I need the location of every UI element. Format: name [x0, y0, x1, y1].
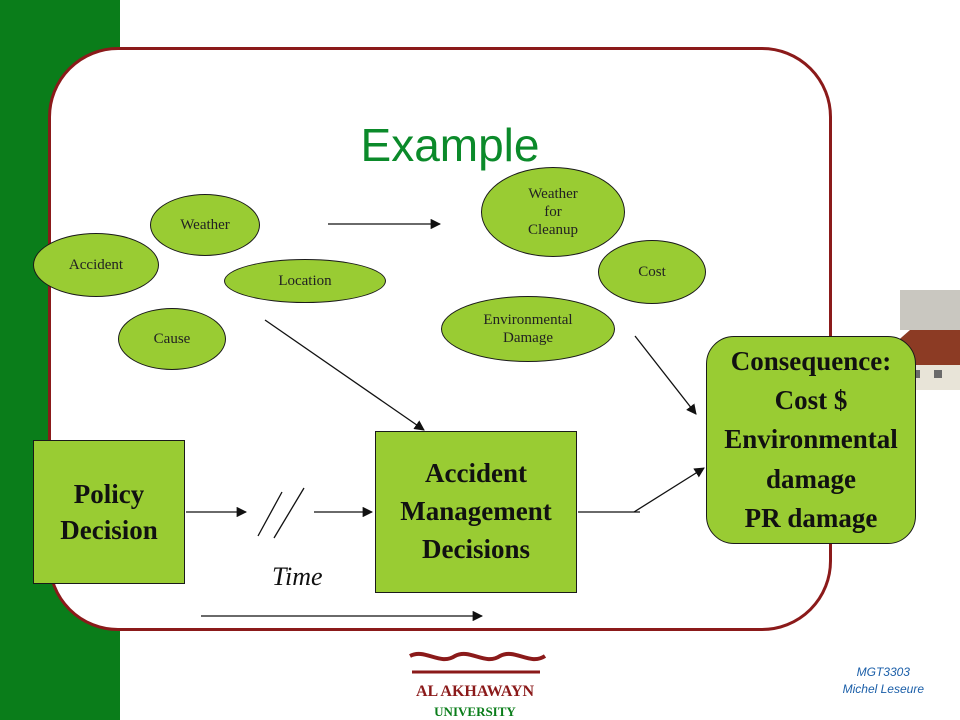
node-cause: Cause	[118, 308, 226, 370]
svg-text:AL AKHAWAYN: AL AKHAWAYN	[416, 683, 535, 700]
node-accident-label: Accident	[68, 257, 124, 273]
box-accident-mgmt-line-1: Accident	[425, 458, 527, 489]
node-cost: Cost	[598, 240, 706, 304]
node-accident: Accident	[33, 233, 159, 297]
node-weather-for-cleanup: Weather for Cleanup	[481, 167, 625, 257]
box-consequence-line-1: Consequence:	[730, 346, 892, 377]
box-consequence-line-2: Cost $	[774, 385, 848, 416]
footer-author: Michel Leseure	[842, 681, 924, 696]
box-accident-mgmt-line-3: Decisions	[422, 533, 530, 564]
box-consequence-line-3: Environmental	[724, 424, 898, 455]
time-gap-slash-1	[257, 491, 283, 537]
arrow-management-to-consequence	[633, 467, 705, 513]
box-accident-management-decisions: Accident Management Decisions	[375, 431, 577, 593]
box-policy-decision: Policy Decision	[33, 440, 185, 584]
time-label: Time	[272, 562, 323, 591]
al-akhawayn-logo: AL AKHAWAYN UNIVERSITY	[409, 652, 547, 719]
box-consequence: Consequence: Cost $ Environmental damage…	[706, 336, 916, 544]
arrow-envdamage-to-consequence	[634, 335, 697, 415]
node-env-damage-line-2: Damage	[503, 330, 553, 346]
box-policy-line-1: Policy	[73, 478, 145, 509]
node-location-label: Location	[278, 273, 332, 289]
footer-course: MGT3303	[856, 665, 910, 679]
node-weather-label: Weather	[180, 217, 230, 233]
footer: MGT3303 Michel Leseure	[843, 664, 924, 698]
node-weather-cleanup-line-2: for	[544, 204, 562, 220]
node-cost-label: Cost	[638, 264, 666, 280]
node-cause-label: Cause	[153, 331, 191, 347]
node-weather-cleanup-line-3: Cleanup	[528, 222, 578, 238]
svg-text:UNIVERSITY: UNIVERSITY	[434, 704, 516, 719]
node-weather-cleanup-line-1: Weather	[528, 186, 578, 202]
box-consequence-line-4: damage	[766, 463, 856, 494]
arrow-location-to-management	[264, 319, 425, 431]
node-location: Location	[224, 259, 386, 303]
box-accident-mgmt-line-2: Management	[400, 496, 552, 527]
node-env-damage-line-1: Environmental	[483, 312, 573, 328]
slide-title: Example	[360, 119, 540, 171]
box-policy-line-2: Decision	[60, 515, 158, 545]
node-weather: Weather	[150, 194, 260, 256]
node-environmental-damage: Environmental Damage	[441, 296, 615, 362]
box-consequence-line-5: PR damage	[744, 502, 878, 533]
time-gap-slash-2	[273, 487, 305, 539]
